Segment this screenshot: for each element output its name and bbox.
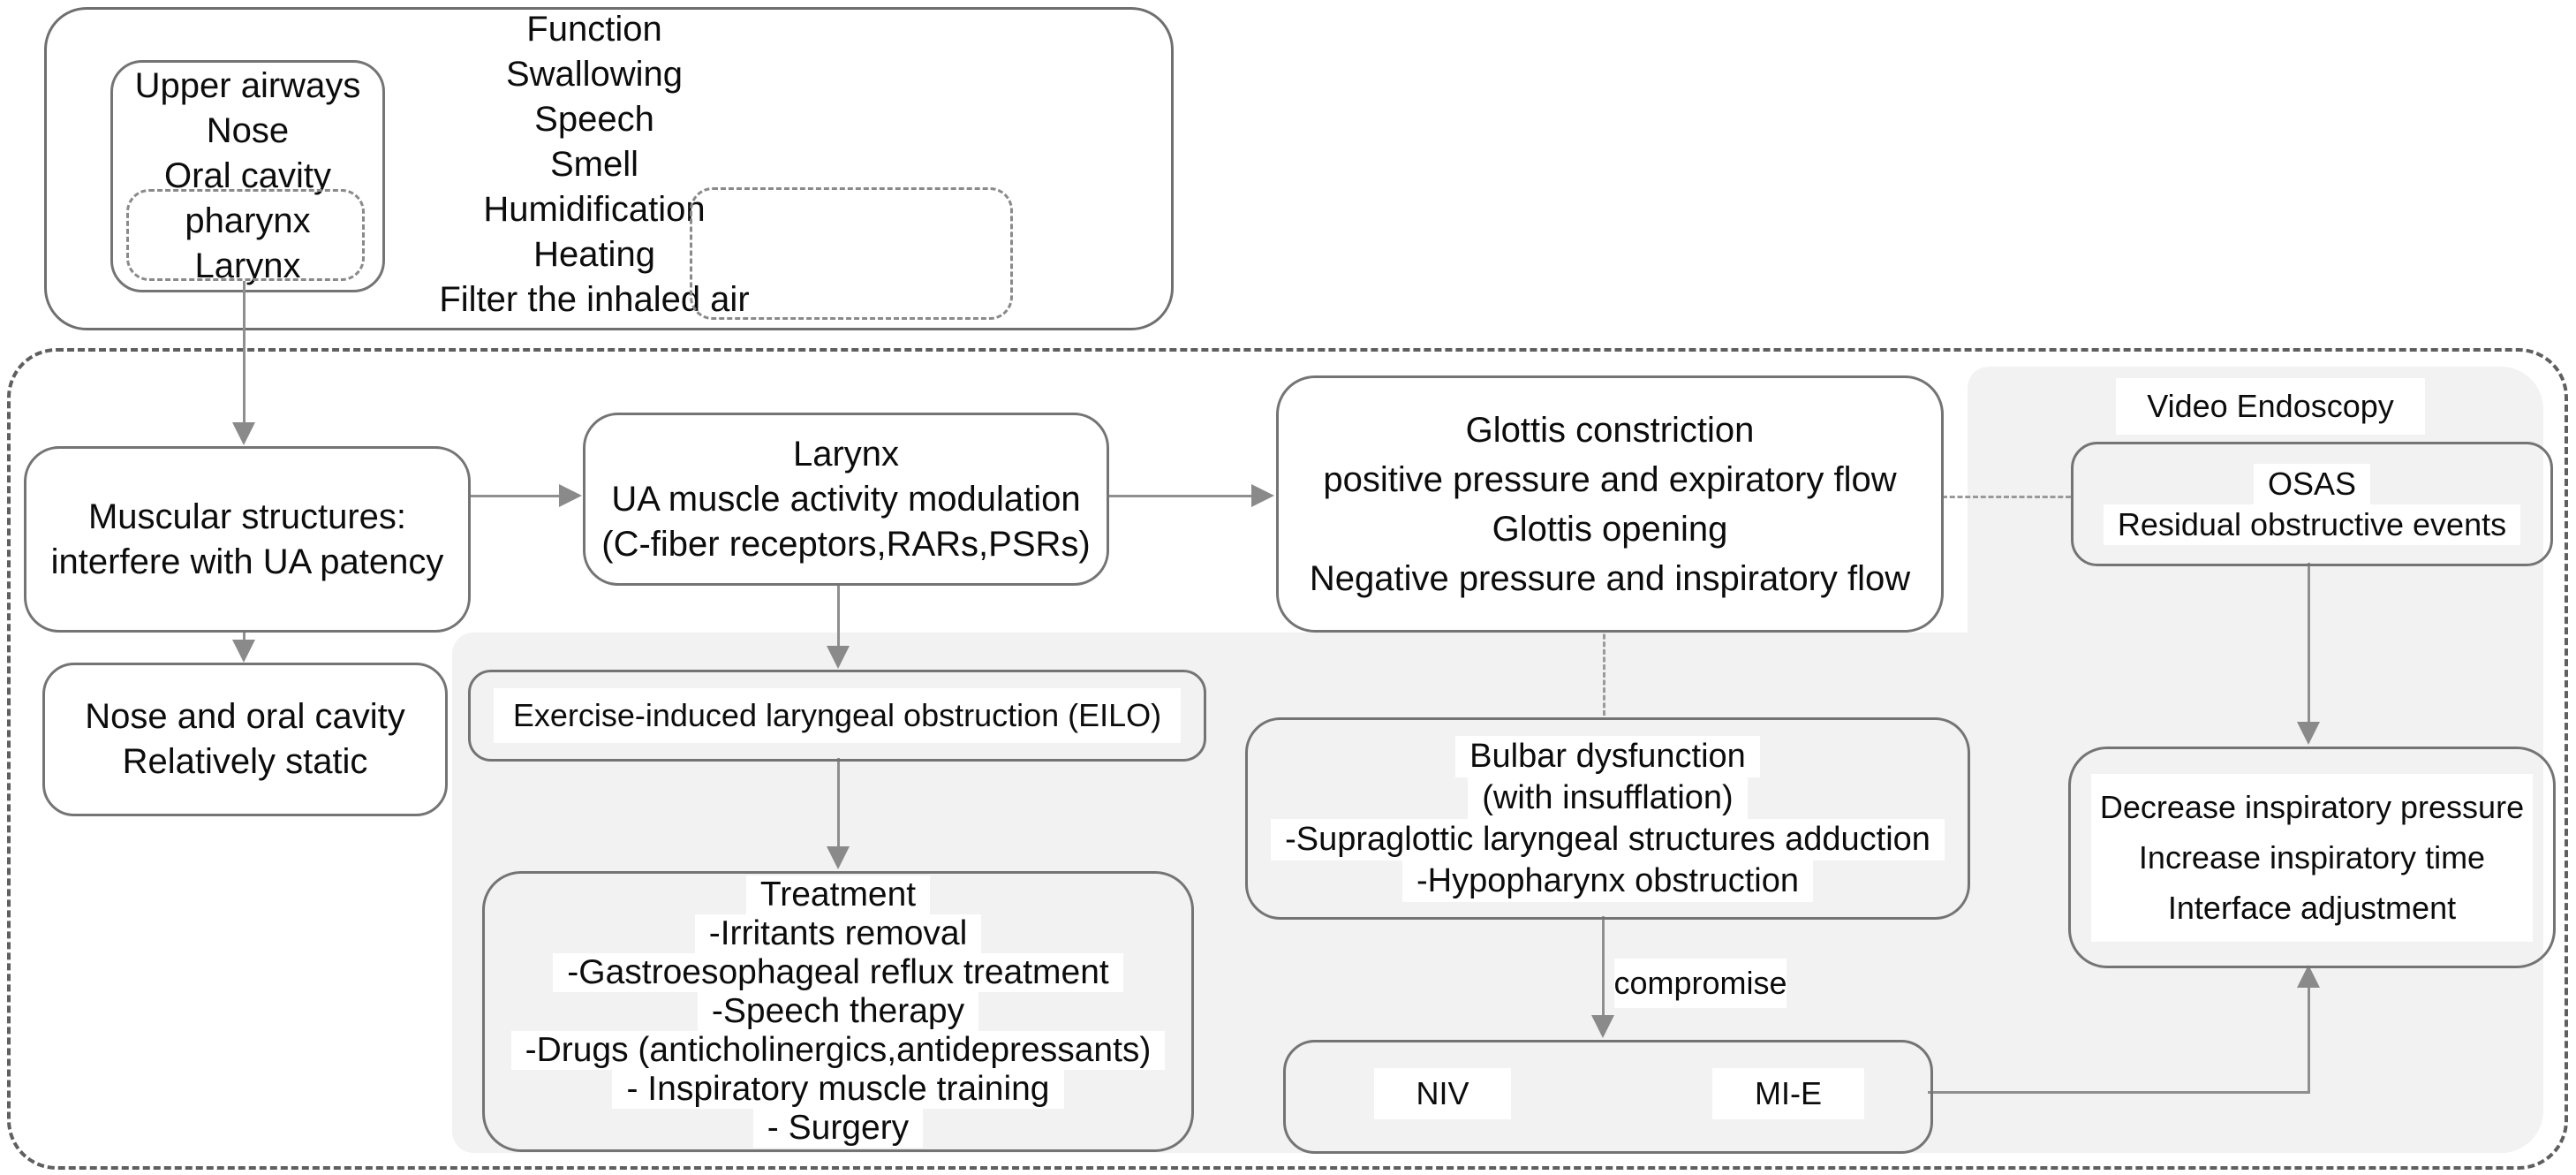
bulbar-line-1: Bulbar dysfunction <box>1455 735 1760 777</box>
osas-line-1: OSAS <box>2253 463 2371 504</box>
arrow-down-icon <box>827 646 850 669</box>
connector-niv-to-adjust-horizontal <box>1928 1091 2310 1094</box>
oral-cavity-label: Oral cavity <box>164 156 331 195</box>
compromise-text: compromise <box>1613 965 1787 1001</box>
niv-text: NIV <box>1416 1075 1469 1111</box>
empty-dashed-box <box>690 187 1013 320</box>
nose-static-box: Nose and oral cavity Relatively static <box>42 663 448 816</box>
arrow-down-icon <box>1591 1015 1614 1038</box>
connector-niv-to-adjust-vertical <box>2308 986 2310 1094</box>
eilo-box: Exercise-induced laryngeal obstruction (… <box>468 670 1206 762</box>
vent-adjust-inner: Decrease inspiratory pressure Increase i… <box>2091 773 2533 942</box>
treatment-item-2: -Gastroesophageal reflux treatment <box>553 953 1123 992</box>
glottis-line-1: Glottis constriction <box>1465 410 1755 450</box>
nose-label: Nose <box>206 111 290 150</box>
muscular-structures-box: Muscular structures: interfere with UA p… <box>24 446 471 633</box>
osas-box: OSAS Residual obstructive events <box>2071 442 2553 566</box>
function-humidification: Humidification <box>483 189 706 229</box>
bulbar-line-4: -Hypopharynx obstruction <box>1402 860 1813 902</box>
larynx-box-title: Larynx <box>792 434 900 474</box>
adjust-line-1: Decrease inspiratory pressure <box>2099 789 2525 825</box>
connector-eilo-to-treatment <box>837 758 840 846</box>
larynx-box-line-2: UA muscle activity modulation <box>611 479 1081 519</box>
pharynx-larynx-dashed-outline <box>126 189 365 281</box>
arrow-down-icon <box>2297 722 2320 745</box>
function-title: Function <box>526 9 662 49</box>
treatment-box: Treatment -Irritants removal -Gastroesop… <box>482 871 1194 1152</box>
function-swallowing: Swallowing <box>505 54 684 94</box>
arrow-down-icon <box>232 422 255 445</box>
mie-label: MI-E <box>1712 1068 1864 1119</box>
mie-text: MI-E <box>1755 1075 1822 1111</box>
arrow-right-icon <box>1251 484 1274 507</box>
arrow-down-icon <box>827 846 850 869</box>
glottis-line-2: positive pressure and expiratory flow <box>1323 459 1897 499</box>
bulbar-line-3: -Supraglottic laryngeal structures adduc… <box>1271 818 1945 860</box>
larynx-box-line-3: (C-fiber receptors,RARs,PSRs) <box>601 524 1091 564</box>
connector-muscular-to-nose <box>243 627 246 641</box>
function-smell: Smell <box>549 144 639 184</box>
upper-airways-box: Upper airways Nose Oral cavity pharynx L… <box>110 60 385 292</box>
nose-static-line-1: Nose and oral cavity <box>85 697 405 736</box>
glottis-line-4: Negative pressure and inspiratory flow <box>1309 558 1911 598</box>
compromise-label: compromise <box>1613 959 1787 1008</box>
treatment-item-1: -Irritants removal <box>694 914 982 953</box>
connector-osas-to-adjust <box>2308 563 2310 722</box>
vent-adjust-box: Decrease inspiratory pressure Increase i… <box>2068 747 2556 968</box>
arrow-right-icon <box>559 484 582 507</box>
niv-label: NIV <box>1374 1068 1511 1119</box>
niv-mie-box: NIV MI-E <box>1283 1040 1933 1154</box>
function-list: Function Swallowing Speech Smell Humidif… <box>378 5 811 323</box>
treatment-item-6: - Surgery <box>752 1109 924 1148</box>
pharynx-label: pharynx <box>185 201 311 240</box>
connector-bulbar-to-niv <box>1602 916 1605 1015</box>
adjust-line-3: Interface adjustment <box>2167 890 2457 926</box>
function-speech: Speech <box>534 99 654 139</box>
treatment-title: Treatment <box>745 876 931 914</box>
treatment-item-3: -Speech therapy <box>697 992 979 1031</box>
treatment-item-4: -Drugs (anticholinergics,antidepressants… <box>510 1031 1166 1070</box>
arrow-up-icon <box>2297 965 2320 988</box>
function-heating: Heating <box>533 234 655 274</box>
bulbar-line-2: (with insufflation) <box>1468 777 1748 819</box>
dashed-connector-glottis-to-bulbar <box>1603 626 1605 716</box>
nose-static-line-2: Relatively static <box>122 742 368 781</box>
video-endoscopy-text: Video Endoscopy <box>2147 388 2394 424</box>
glottis-line-3: Glottis opening <box>1492 509 1728 549</box>
eilo-label: Exercise-induced laryngeal obstruction (… <box>493 688 1182 743</box>
osas-line-2: Residual obstructive events <box>2103 504 2521 545</box>
connector-larynx-to-glottis <box>1106 495 1251 497</box>
bulbar-dysfunction-box: Bulbar dysfunction (with insufflation) -… <box>1245 717 1970 920</box>
dashed-connector-glottis-to-osas <box>1942 496 2071 498</box>
treatment-item-5: - Inspiratory muscle training <box>612 1070 1064 1109</box>
connector-larynx-to-eilo <box>837 582 840 646</box>
muscular-line-2: interfere with UA patency <box>50 542 444 581</box>
arrow-down-icon <box>232 640 255 663</box>
muscular-line-1: Muscular structures: <box>87 497 407 536</box>
upper-airways-label: Upper airways <box>134 66 361 105</box>
video-endoscopy-label: Video Endoscopy <box>2116 378 2425 435</box>
larynx-modulation-box: Larynx UA muscle activity modulation (C-… <box>583 413 1109 586</box>
glottis-box: Glottis constriction positive pressure a… <box>1276 375 1944 633</box>
connector-muscular-to-larynx <box>467 495 559 497</box>
connector-pharynx-to-muscular <box>243 281 246 422</box>
adjust-line-2: Increase inspiratory time <box>2138 839 2486 876</box>
